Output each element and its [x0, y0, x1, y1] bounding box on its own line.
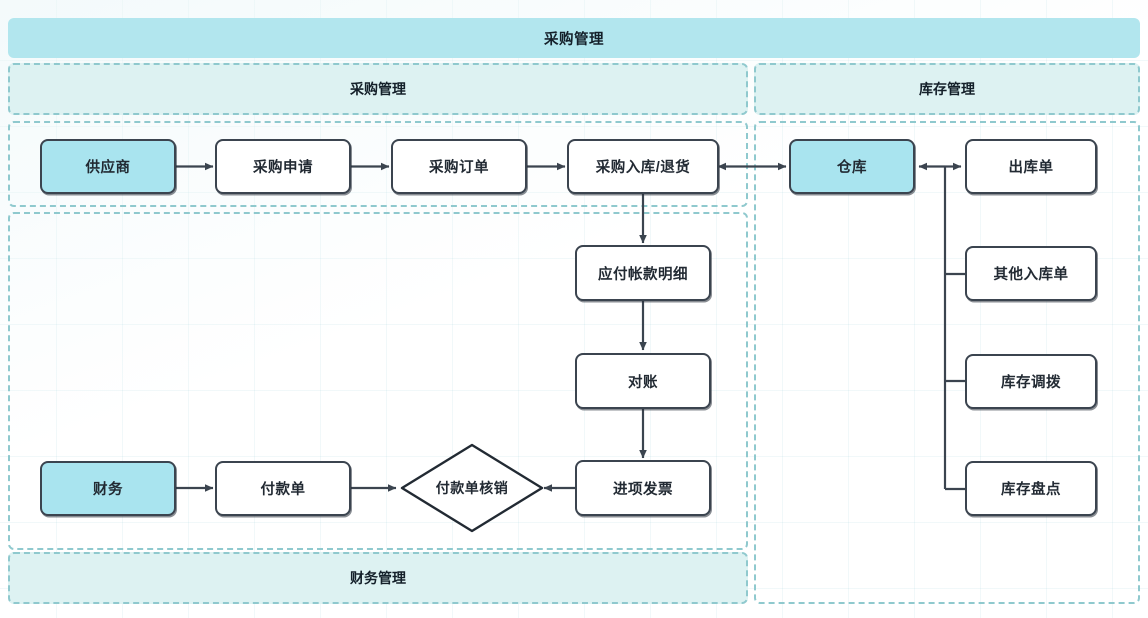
- band-finance-label: 财务管理: [350, 570, 406, 586]
- band-purchasing-label: 采购管理: [350, 81, 406, 97]
- page-title: 采购管理: [544, 31, 604, 48]
- node-purchase-order[interactable]: 采购订单: [391, 139, 527, 194]
- node-reconciliation-label: 对账: [628, 374, 658, 391]
- node-purchase-receipt-return-label: 采购入库/退货: [595, 160, 691, 176]
- node-outbound-order[interactable]: 出库单: [965, 139, 1097, 194]
- node-finance[interactable]: 财务: [40, 461, 176, 516]
- node-purchase-request-label: 采购申请: [253, 160, 313, 176]
- zone-inventory-body: [754, 121, 1140, 604]
- node-finance-label: 财务: [93, 482, 123, 498]
- node-stock-transfer-label: 库存调拨: [1001, 375, 1061, 391]
- node-warehouse[interactable]: 仓库: [789, 139, 915, 194]
- node-purchase-request[interactable]: 采购申请: [215, 139, 351, 194]
- node-payable-detail-label: 应付帐款明细: [598, 266, 688, 283]
- band-purchasing: 采购管理: [8, 63, 748, 115]
- node-payment-writeoff-label: 付款单核销: [435, 480, 509, 496]
- node-input-invoice[interactable]: 进项发票: [575, 460, 711, 516]
- band-inventory: 库存管理: [754, 63, 1140, 115]
- diagram-title-bar: 采购管理: [8, 18, 1140, 58]
- node-payment-writeoff[interactable]: 付款单核销: [399, 442, 545, 534]
- band-finance: 财务管理: [8, 552, 748, 604]
- node-supplier[interactable]: 供应商: [40, 139, 176, 194]
- node-purchase-receipt-return[interactable]: 采购入库/退货: [567, 139, 719, 194]
- node-stock-count-label: 库存盘点: [1001, 482, 1061, 498]
- diamond-shape: [400, 443, 544, 533]
- node-payment-voucher-label: 付款单: [260, 482, 306, 498]
- zone-purchasing-row: [8, 121, 748, 207]
- node-stock-count[interactable]: 库存盘点: [965, 461, 1097, 516]
- node-input-invoice-label: 进项发票: [613, 481, 673, 498]
- node-purchase-order-label: 采购订单: [429, 160, 489, 176]
- zone-finance-body: [8, 212, 748, 550]
- band-inventory-label: 库存管理: [919, 81, 975, 97]
- node-stock-transfer[interactable]: 库存调拨: [965, 354, 1097, 409]
- node-supplier-label: 供应商: [85, 160, 131, 176]
- node-reconciliation[interactable]: 对账: [575, 353, 711, 409]
- node-warehouse-label: 仓库: [837, 160, 867, 176]
- node-other-inbound-order-label: 其他入库单: [993, 267, 1069, 283]
- node-outbound-order-label: 出库单: [1008, 160, 1054, 176]
- node-other-inbound-order[interactable]: 其他入库单: [965, 246, 1097, 301]
- node-payment-voucher[interactable]: 付款单: [215, 461, 351, 516]
- node-payable-detail[interactable]: 应付帐款明细: [575, 245, 711, 301]
